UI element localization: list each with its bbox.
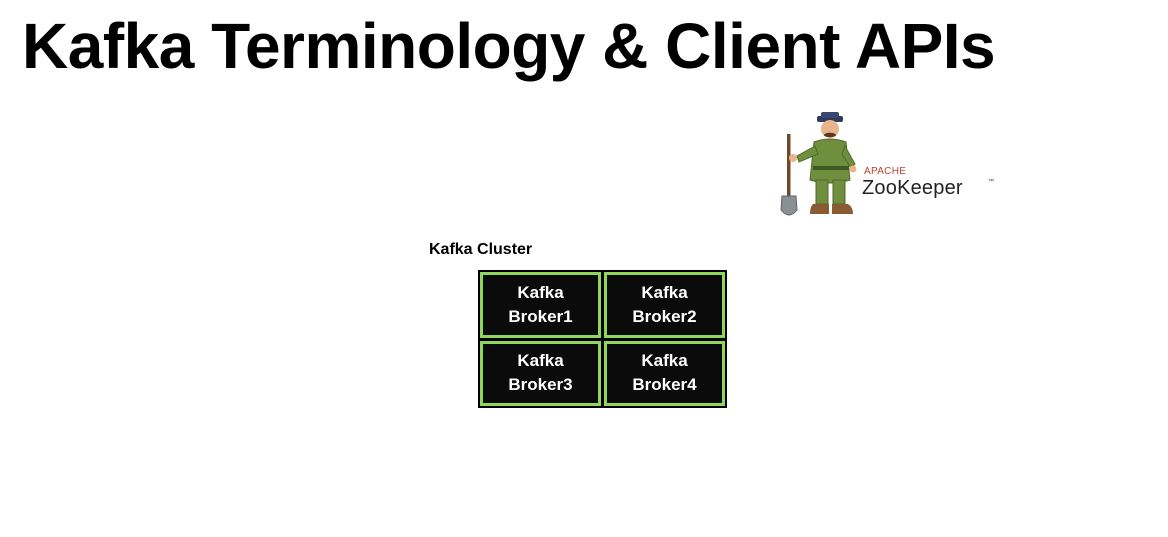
broker-line1: Kafka bbox=[517, 351, 564, 371]
kafka-cluster: Kafka Broker1 Kafka Broker2 Kafka Broker… bbox=[478, 270, 727, 408]
zookeeper-apache-label: APACHE bbox=[864, 166, 907, 177]
zookeeper-name: ZooKeeper bbox=[862, 177, 963, 199]
broker-line2: Broker4 bbox=[632, 375, 697, 395]
zookeeper-keeper-icon bbox=[780, 112, 857, 216]
zookeeper-logo: APACHE ZooKeeper ™ bbox=[775, 108, 1010, 224]
broker-line2: Broker2 bbox=[632, 306, 697, 326]
kafka-broker-4: Kafka Broker4 bbox=[604, 340, 725, 406]
zookeeper-trademark: ™ bbox=[988, 179, 994, 185]
slide-title: Kafka Terminology & Client APIs bbox=[22, 10, 996, 82]
broker-line1: Kafka bbox=[641, 351, 688, 371]
broker-line1: Kafka bbox=[641, 282, 688, 302]
kafka-broker-1: Kafka Broker1 bbox=[480, 272, 601, 338]
kafka-broker-2: Kafka Broker2 bbox=[604, 272, 725, 338]
broker-line2: Broker1 bbox=[508, 306, 573, 326]
kafka-broker-3: Kafka Broker3 bbox=[480, 340, 601, 406]
kafka-cluster-label: Kafka Cluster bbox=[429, 241, 533, 258]
broker-line2: Broker3 bbox=[508, 375, 573, 395]
broker-line1: Kafka bbox=[517, 282, 564, 302]
